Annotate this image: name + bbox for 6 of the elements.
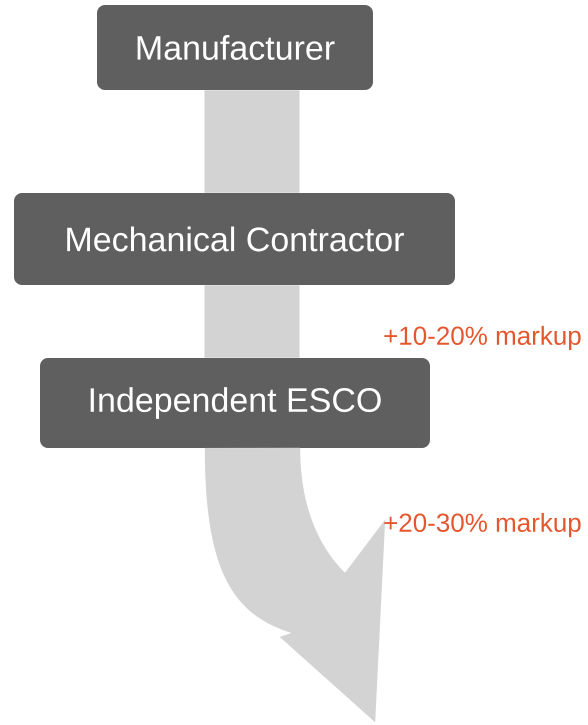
process-box: Independent ESCO (40, 358, 430, 448)
process-box: Manufacturer (97, 5, 373, 90)
curved-arrow (204, 448, 386, 722)
markup-label: +10-20% markup (384, 326, 581, 350)
process-box: Mechanical Contractor (14, 193, 455, 285)
markup-label: +20-30% markup (384, 512, 581, 538)
